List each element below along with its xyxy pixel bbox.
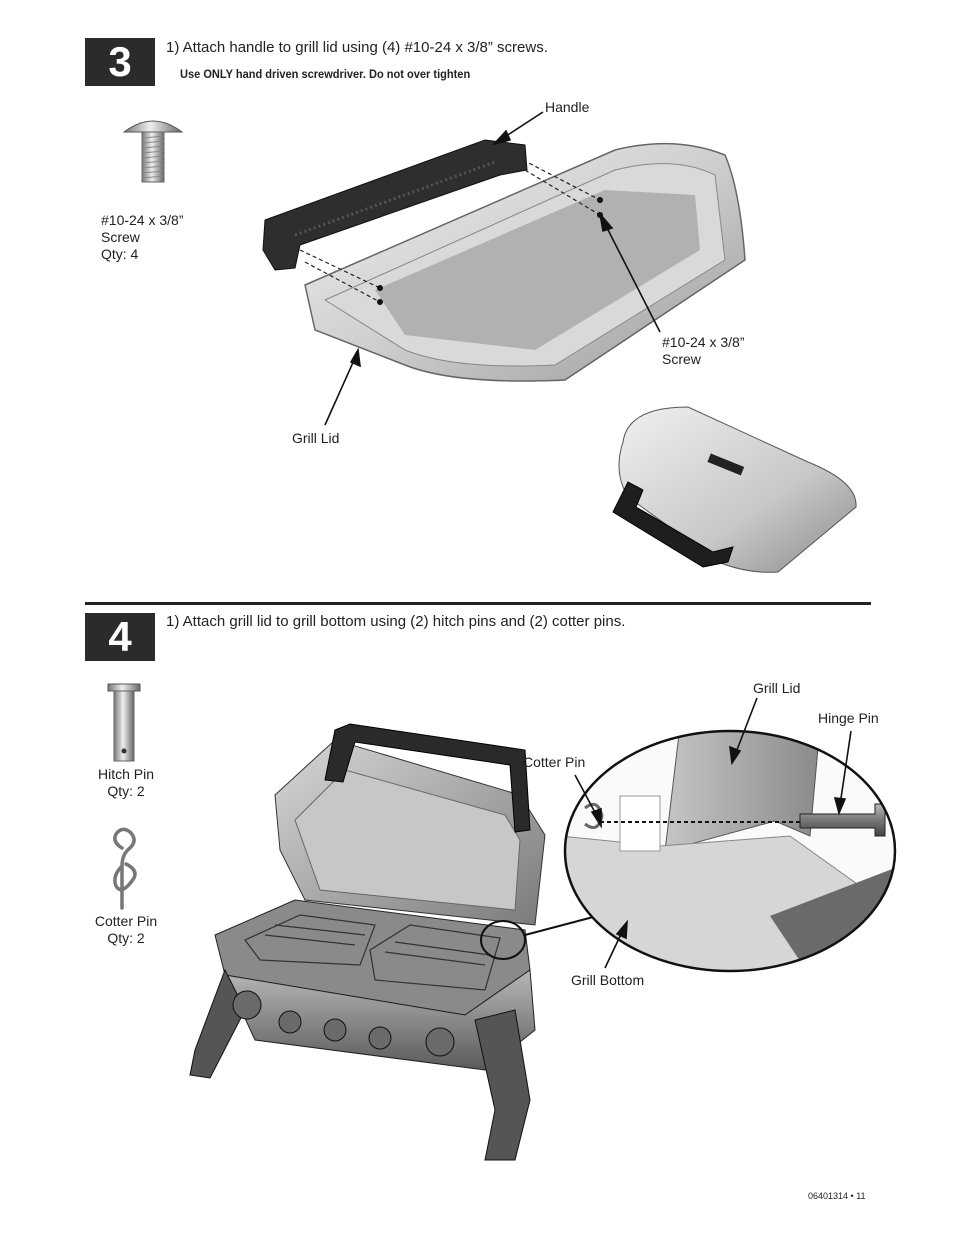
section-divider	[85, 602, 871, 605]
cotter-pin-illustration	[113, 827, 137, 910]
assembled-lid-illustration	[612, 406, 857, 573]
hinge-pin-label: Hinge Pin	[818, 710, 879, 726]
handle-label: Handle	[545, 99, 590, 115]
step-3-callout-arrows	[324, 111, 661, 426]
screw-part-illustration	[122, 120, 184, 183]
grill-bottom-label: Grill Bottom	[571, 972, 645, 988]
hitch-pin-illustration	[107, 683, 141, 762]
lid-handle-exploded-illustration	[262, 139, 746, 382]
screw-part-label: #10-24 x 3/8” Screw Qty: 4	[101, 212, 184, 262]
cotter-pin-part-label: Cotter Pin Qty: 2	[94, 913, 158, 946]
cotter-pin-label: Cotter Pin	[523, 754, 586, 770]
page-footer: 06401314 • 11	[808, 1191, 866, 1201]
step-3-instruction: 1) Attach handle to grill lid using (4) …	[166, 39, 548, 56]
step-4-number: 4	[108, 613, 132, 660]
grill-lid-label-step3: Grill Lid	[292, 430, 340, 446]
grill-assembly-illustration	[189, 723, 598, 1161]
step-3-number: 3	[108, 38, 132, 85]
step-4-instruction: 1) Attach grill lid to grill bottom usin…	[166, 613, 626, 630]
hitch-pin-label: Hitch Pin Qty: 2	[97, 766, 155, 799]
step-4-badge: 4	[85, 613, 155, 661]
step-3-note: Use ONLY hand driven screwdriver. Do not…	[180, 67, 471, 81]
step-3-badge: 3	[85, 38, 155, 86]
step-4-callout-arrows	[574, 697, 852, 969]
screw-callout-label: #10-24 x 3/8” Screw	[662, 334, 745, 367]
grill-lid-label-step4: Grill Lid	[753, 680, 801, 696]
